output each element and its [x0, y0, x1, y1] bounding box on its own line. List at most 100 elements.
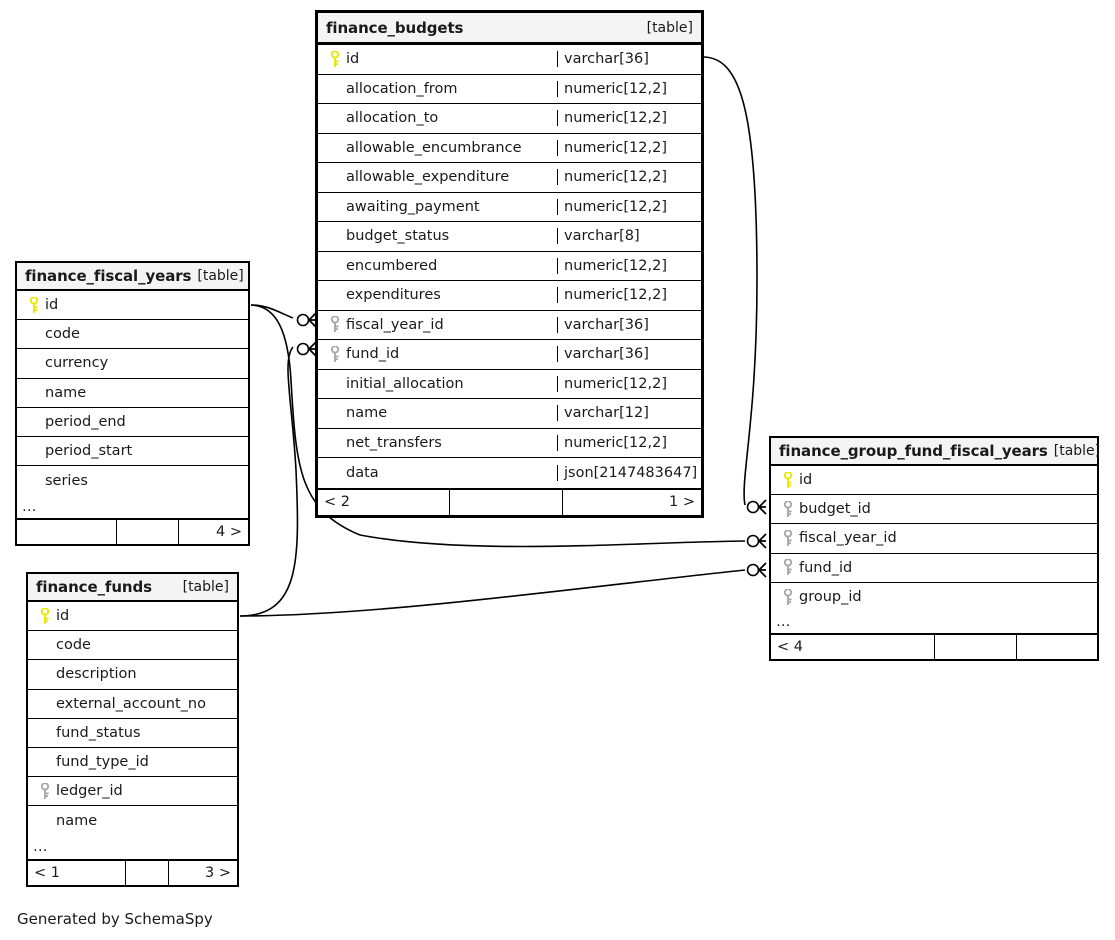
- column-row[interactable]: code: [28, 631, 237, 661]
- column-row[interactable]: id: [771, 466, 1097, 496]
- column-row[interactable]: id: [28, 602, 237, 632]
- footer-prev-count[interactable]: < 2: [324, 494, 350, 510]
- column-label: description: [56, 666, 137, 683]
- table-footer-finance-funds[interactable]: < 1 3 >: [28, 859, 237, 885]
- column-label: id: [799, 472, 813, 489]
- column-label: name: [56, 812, 98, 829]
- column-label: allowable_encumbrance: [346, 139, 522, 156]
- primary-key-slot: [777, 471, 799, 489]
- column-label: period_end: [45, 413, 126, 430]
- column-label: initial_allocation: [346, 375, 464, 392]
- column-type-cell: numeric[12,2]: [557, 169, 701, 186]
- column-name-cell: name: [318, 405, 557, 421]
- column-row[interactable]: period_end: [17, 408, 248, 437]
- column-name-cell: period_start: [17, 443, 248, 459]
- endpoint-group-budgetid: [746, 499, 767, 515]
- column-row[interactable]: fiscal_year_id: [771, 524, 1097, 554]
- endpoint-budgets-fiscalyearid: [296, 312, 317, 328]
- footer-prev-count[interactable]: [17, 520, 116, 544]
- footer-prev-count[interactable]: < 1: [34, 864, 60, 881]
- footer-next-count[interactable]: 4 >: [178, 520, 248, 545]
- column-row[interactable]: code: [17, 320, 248, 350]
- column-name-cell: budget_id: [771, 500, 1097, 518]
- column-row[interactable]: currency: [17, 349, 248, 379]
- footer-next-count: [1016, 634, 1097, 659]
- more-columns-indicator[interactable]: …: [17, 495, 248, 520]
- column-row[interactable]: fund_id: [771, 554, 1097, 583]
- column-name-cell: name: [28, 813, 237, 829]
- column-name-cell: currency: [17, 355, 248, 371]
- column-row[interactable]: budget_id: [771, 495, 1097, 525]
- column-label: fund_status: [56, 724, 141, 741]
- column-name-cell: budget_status: [318, 228, 557, 244]
- column-row[interactable]: name: [28, 806, 237, 835]
- column-row[interactable]: fund_type_id: [28, 748, 237, 778]
- column-name-cell: group_id: [771, 588, 1097, 606]
- footer-next-count[interactable]: 3 >: [168, 860, 237, 885]
- column-type-cell: json[2147483647]: [557, 464, 701, 481]
- column-name-cell: code: [17, 326, 248, 342]
- column-row[interactable]: series: [17, 466, 248, 495]
- column-row[interactable]: group_id: [771, 583, 1097, 612]
- column-name-cell: description: [28, 666, 237, 682]
- column-row[interactable]: id: [17, 291, 248, 321]
- table-finance-group-fund-fiscal-years[interactable]: finance_group_fund_fiscal_years [table] …: [769, 436, 1100, 661]
- column-name-cell: fund_id: [318, 345, 557, 363]
- gray-key-icon: [330, 316, 339, 333]
- table-type-tag: [table]: [182, 579, 229, 595]
- column-row[interactable]: description: [28, 660, 237, 690]
- column-label: allowable_expenditure: [346, 169, 510, 186]
- column-label: allocation_from: [346, 80, 458, 97]
- column-name-cell: data: [318, 465, 557, 481]
- more-columns-indicator[interactable]: …: [28, 836, 237, 860]
- column-row[interactable]: fund_status: [28, 719, 237, 748]
- table-footer-finance-group-fund-fiscal-years[interactable]: < 4: [771, 633, 1097, 659]
- column-name-cell: id: [318, 50, 557, 68]
- table-header-finance-group-fund-fiscal-years: finance_group_fund_fiscal_years [table]: [771, 438, 1100, 466]
- column-row[interactable]: external_account_no: [28, 690, 237, 719]
- foreign-key-slot: [777, 588, 799, 606]
- column-label: id: [45, 297, 59, 314]
- table-footer-finance-budgets[interactable]: < 2 1 >: [318, 487, 701, 515]
- column-row[interactable]: ledger_id: [28, 777, 237, 807]
- column-label: budget_status: [346, 228, 450, 245]
- column-label: net_transfers: [346, 434, 442, 451]
- column-row[interactable]: allowable_expenditure numeric[12,2]: [318, 163, 701, 193]
- foreign-key-slot: [324, 316, 346, 333]
- more-columns-indicator[interactable]: …: [771, 612, 1097, 634]
- column-type-cell: varchar[36]: [557, 316, 701, 333]
- gray-key-icon: [783, 529, 792, 546]
- table-footer-finance-fiscal-years[interactable]: 4 >: [17, 519, 248, 545]
- column-label: name: [346, 405, 388, 422]
- column-label: group_id: [799, 589, 862, 606]
- table-title: finance_group_fund_fiscal_years: [779, 442, 1048, 460]
- column-name-cell: id: [17, 296, 248, 314]
- column-row[interactable]: name: [17, 379, 248, 408]
- column-row[interactable]: period_start: [17, 437, 248, 467]
- endpoint-group-fiscalyearid: [746, 533, 767, 549]
- edge-budgets-to-group-budgetid: [702, 56, 758, 506]
- footer-next-count[interactable]: 1 >: [562, 489, 701, 515]
- footer-prev-count[interactable]: < 4: [777, 638, 803, 655]
- column-name-cell: fund_type_id: [28, 754, 237, 770]
- column-name-cell: code: [28, 637, 237, 653]
- column-name-cell: fund_id: [771, 559, 1097, 576]
